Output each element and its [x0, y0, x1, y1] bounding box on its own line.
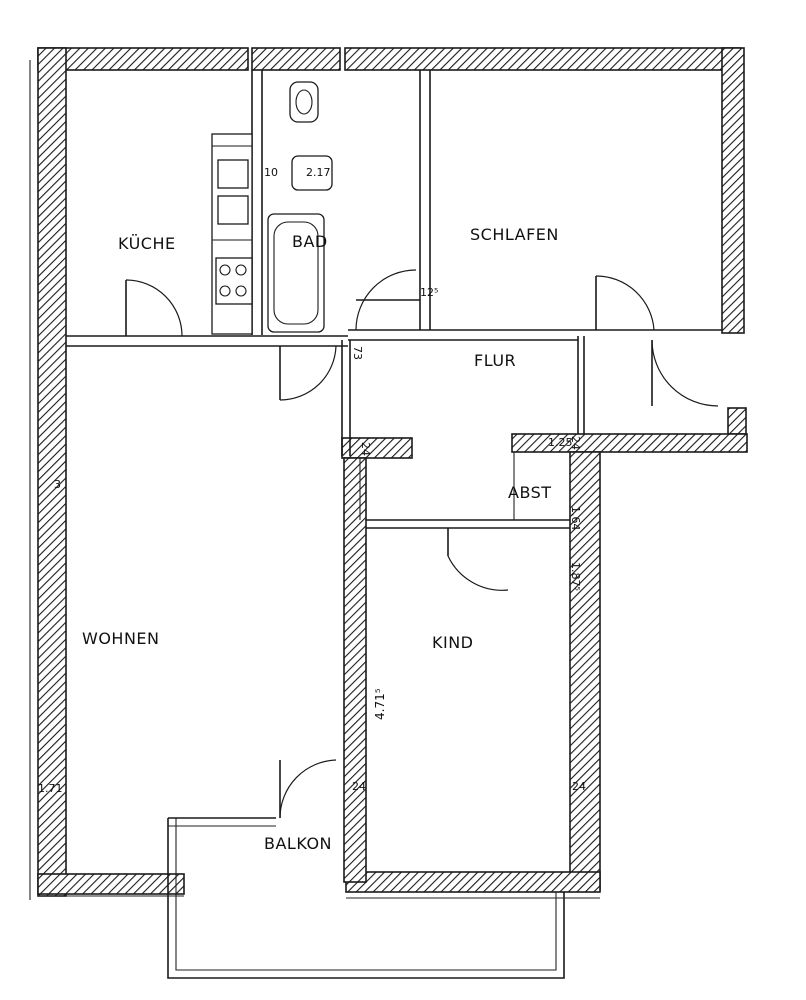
wall-wohnen-kind: [343, 457, 367, 883]
wall-top-schlafen: [344, 47, 741, 71]
dimension-labels: 2.17 10 12⁵ 73 24 1.25 24 1.64 1.87⁵ 4.7…: [38, 166, 586, 795]
dim-kind-side: 1.87⁵: [569, 562, 582, 591]
dim-wohnen-left: 3: [54, 478, 61, 491]
stove-burner-2: [235, 264, 247, 276]
dim-kind-right: 24: [572, 780, 586, 793]
balcony-outline: [167, 818, 565, 979]
room-label-abst: ABST: [508, 483, 552, 502]
kitchen-cabinet: [217, 195, 249, 225]
wall-flur-left-stub: [341, 437, 413, 459]
interior-walls: [29, 60, 722, 979]
wall-flur-right-stub: [727, 407, 747, 435]
wall-top-bad: [251, 47, 341, 71]
kitchen-stove: [215, 257, 253, 305]
stove-burner-4: [235, 285, 247, 297]
room-label-flur: FLUR: [474, 351, 516, 370]
wall-right-schlafen: [721, 47, 745, 334]
room-label-kind: KIND: [432, 633, 474, 652]
bad-washbasin: [289, 81, 319, 123]
wall-top-kitchen: [37, 47, 249, 71]
dim-bad-wall: 10: [264, 166, 278, 179]
wall-kind-bottom: [345, 871, 601, 893]
wall-kind-right: [569, 451, 601, 891]
exterior-walls: [37, 47, 748, 897]
room-label-bad: BAD: [292, 232, 328, 251]
room-label-balkon: BALKON: [264, 834, 332, 853]
room-label-schlafen: SCHLAFEN: [470, 225, 559, 244]
dim-flur-top: 73: [351, 346, 364, 360]
dim-abst-side: 1.64: [569, 506, 582, 531]
wall-left: [37, 47, 67, 897]
dim-schlafen-door: 12⁵: [420, 286, 438, 299]
wall-flur-abst-top: [511, 433, 748, 453]
bad-bathtub: [267, 213, 325, 333]
kitchen-sink: [217, 159, 249, 189]
stove-burner-1: [219, 264, 231, 276]
dim-flur-side: 1.25: [548, 436, 573, 449]
kitchen-fixtures: [211, 133, 253, 335]
dim-flur-mid: 24: [359, 442, 372, 456]
bad-toilet: [291, 155, 333, 191]
room-label-wohnen: WOHNEN: [82, 629, 160, 648]
wall-wohnen-bottom: [37, 873, 185, 895]
dim-kind-left: 24: [352, 780, 366, 793]
room-label-kueche: KÜCHE: [118, 234, 176, 253]
dim-wohnen-bottom: 1.71: [38, 782, 63, 795]
stove-burner-3: [219, 285, 231, 297]
room-labels: KÜCHE BAD SCHLAFEN FLUR ABST WOHNEN KIND…: [82, 225, 559, 853]
doors: [125, 269, 719, 819]
dim-bad-fixture: 2.17: [306, 166, 331, 179]
dim-flur-right: 24: [569, 436, 582, 450]
bathroom-fixtures: [267, 81, 333, 333]
dim-kind-width: 4.71⁵: [373, 688, 387, 720]
